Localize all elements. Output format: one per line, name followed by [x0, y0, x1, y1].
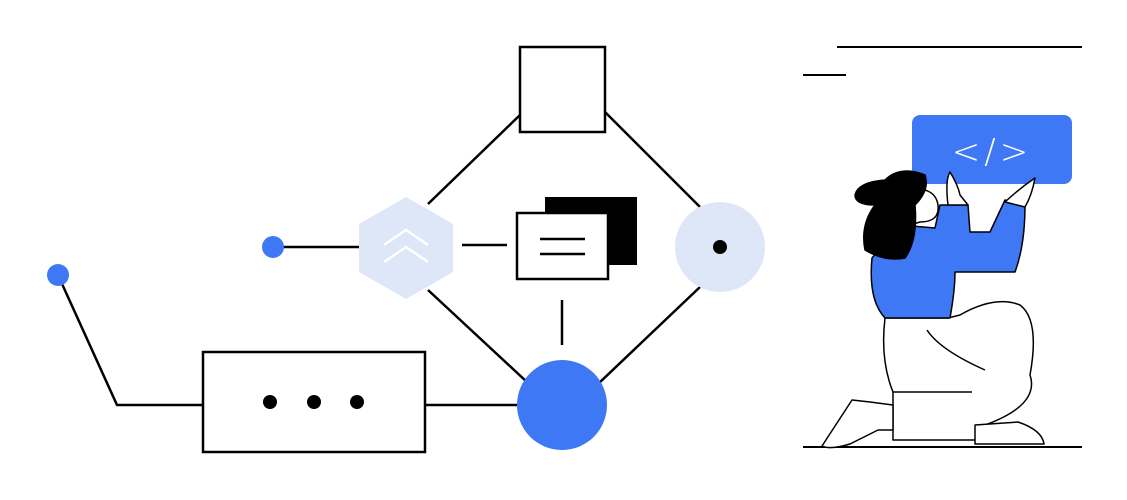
dot-icon: [350, 395, 364, 409]
dot-icon: [263, 395, 277, 409]
top-square-node: [518, 45, 607, 134]
connector-hex-bottom: [427, 289, 528, 383]
connector-left: [56, 274, 203, 407]
connector-right-bottom: [597, 286, 701, 385]
target-circle-node: [675, 202, 765, 292]
bottom-circle-node: [517, 360, 607, 450]
code-icon: </>: [952, 132, 1032, 172]
document-stack-icon: [515, 197, 637, 281]
dots-box: [201, 350, 427, 454]
connector-lines: [56, 111, 701, 407]
node-dot-hex: [262, 236, 284, 258]
node-dot-left: [47, 264, 69, 286]
connector-top-right: [604, 111, 701, 208]
connector-top-hex: [427, 114, 521, 205]
person-holding-code-card: </>: [821, 115, 1072, 449]
code-card: [912, 115, 1072, 184]
dot-icon: [307, 395, 321, 409]
chevron-up-hexagon-icon: [359, 197, 453, 299]
decor-lines: [803, 46, 1082, 448]
